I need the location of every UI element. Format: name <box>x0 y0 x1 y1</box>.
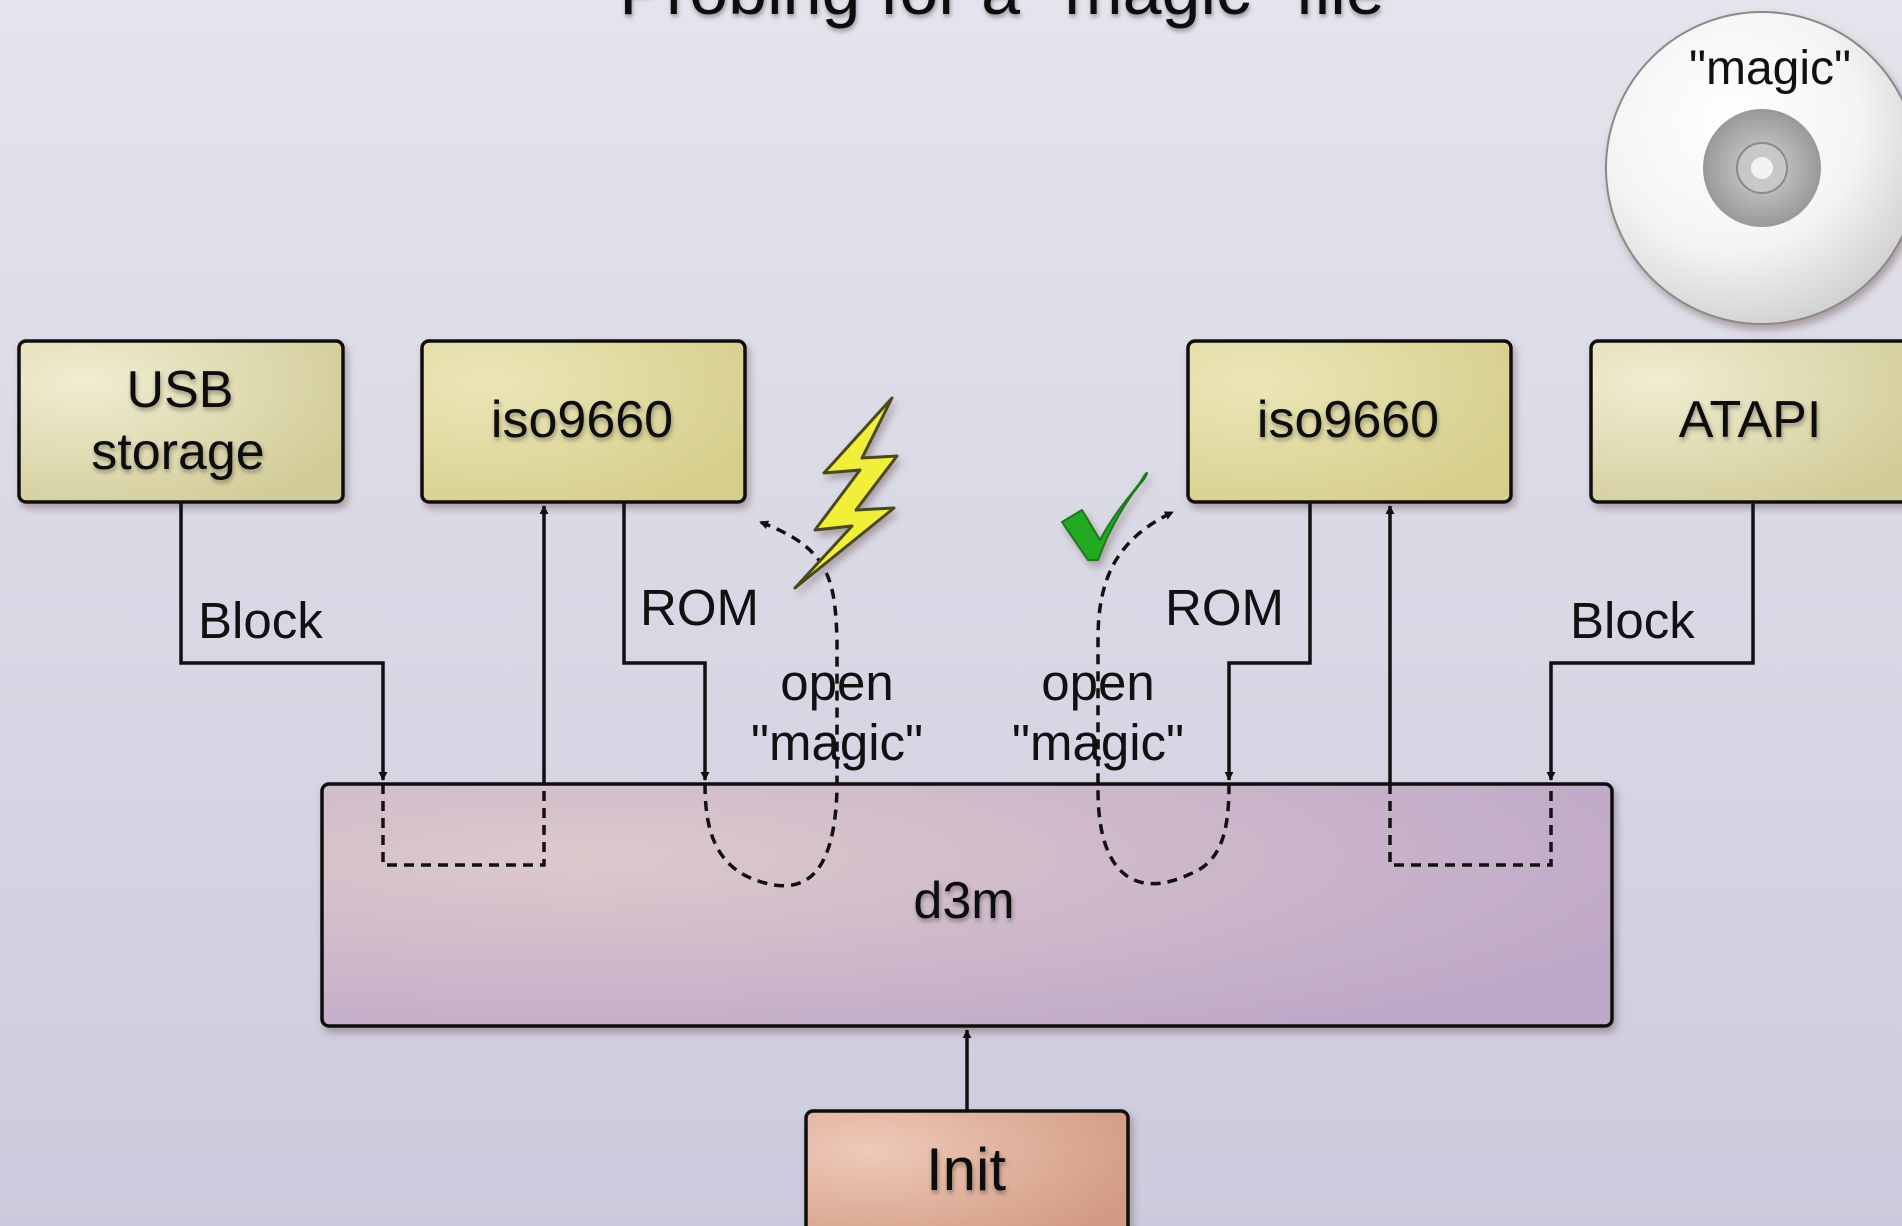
cd-disc-icon <box>1605 11 1902 325</box>
iso-left-rom-arrow <box>622 502 710 781</box>
iso9660-left-box: iso9660 <box>420 339 747 504</box>
atapi-block-arrow <box>1546 502 1755 781</box>
open-magic-right-line1: open <box>1041 654 1154 711</box>
dashed-loop-block-right <box>1388 784 1553 867</box>
open-magic-left-line2: "magic" <box>751 714 923 771</box>
open-magic-left-line1: open <box>780 654 893 711</box>
block-label-right: Block <box>1570 592 1695 649</box>
open-magic-right-line2: "magic" <box>1012 714 1184 771</box>
atapi-label: ATAPI <box>1679 391 1822 449</box>
init-label: Init <box>926 1136 1006 1203</box>
iso9660-left-label: iso9660 <box>491 391 673 449</box>
iso9660-right-label: iso9660 <box>1257 391 1439 449</box>
dashed-loop-block-left <box>381 784 546 867</box>
disc-label: "magic" <box>1689 42 1851 95</box>
dashed-open-magic-right <box>1096 510 1231 886</box>
block-label-left: Block <box>198 592 323 649</box>
iso9660-right-box: iso9660 <box>1186 339 1513 504</box>
usb-storage-box: USB storage <box>17 339 345 504</box>
dashed-open-magic-left <box>703 520 839 888</box>
green-checkmark-icon <box>1061 472 1148 561</box>
lightning-bolt-icon <box>793 396 899 590</box>
rom-label-left: ROM <box>640 579 759 636</box>
init-box: Init <box>804 1109 1130 1226</box>
d3m-label: d3m <box>913 872 1014 930</box>
usb-storage-label-line1: USB <box>127 361 234 419</box>
usb-block-arrow <box>179 502 388 781</box>
atapi-box: ATAPI <box>1589 339 1902 504</box>
usb-storage-label-line2: storage <box>91 423 264 481</box>
slide-title: Probing for a "magic" file <box>619 0 1385 29</box>
d3m-box: d3m <box>320 782 1614 1028</box>
rom-label-right: ROM <box>1165 579 1284 636</box>
iso-right-rom-arrow <box>1224 502 1312 781</box>
